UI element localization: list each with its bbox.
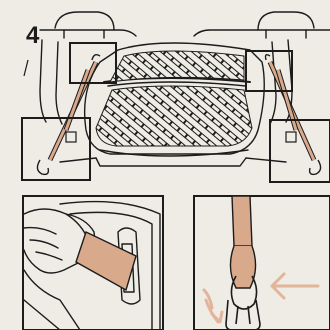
floor-line (60, 158, 286, 162)
left-headrest (55, 12, 114, 30)
left-wall-inner (56, 42, 62, 124)
cargo-tray-lower-lip (96, 158, 246, 166)
divider-bar-inner (108, 82, 246, 86)
right-strap-buckle (286, 132, 296, 142)
right-headrest (258, 12, 314, 30)
cargo-mat-top (110, 51, 244, 82)
detail-hook-strap-loop (230, 246, 255, 288)
detail-panel-hook (194, 196, 330, 330)
left-strap-buckle (66, 132, 76, 142)
left-upper-hook (92, 55, 100, 60)
right-upper-hook (266, 55, 271, 60)
right-strap-hook (310, 160, 321, 174)
detail-hook-strap (232, 196, 252, 246)
seat-back-left (40, 30, 136, 36)
leader-line (24, 60, 28, 76)
left-strap-hook (37, 160, 48, 174)
left-headrest-post (64, 30, 104, 38)
right-wall-inner (270, 42, 276, 124)
left-wall (40, 40, 46, 122)
cargo-tray-lip (100, 150, 248, 156)
detail-panel-buckle (23, 196, 163, 330)
seat-back-right (194, 30, 330, 36)
cargo-mat-bottom (96, 86, 252, 146)
right-headrest-post (266, 30, 306, 38)
